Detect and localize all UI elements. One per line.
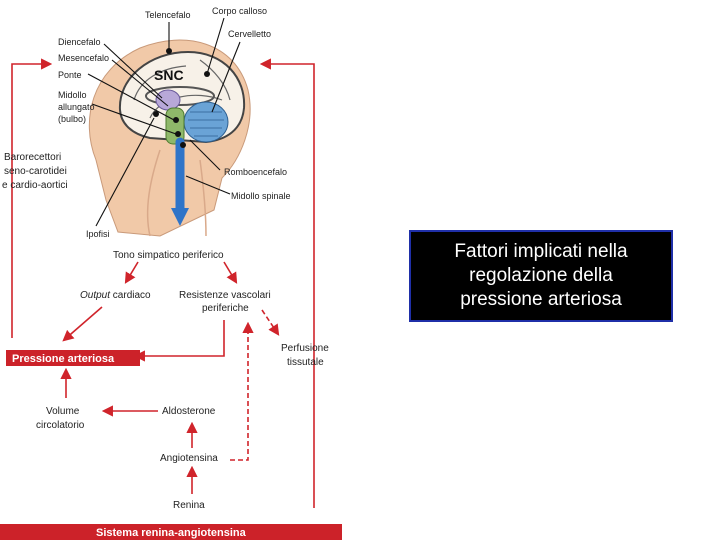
label-cervelletto: Cervelletto [228,29,271,39]
arrow-resistenze-to-perfusione [261,309,280,336]
arrow-baro-to-brain [11,58,53,338]
flow-labels: Barorecettori seno-carotidei e cardio-ao… [2,152,329,511]
label-volume-1: Volume [46,406,80,417]
label-perfusione-1: Perfusione [281,343,329,354]
leader-midollo-spinale [185,175,231,195]
label-midollo-2: allungato [58,102,95,112]
label-renina: Renina [173,500,205,511]
arrow-tono-to-resistenze [223,261,238,284]
leader-mesencefalo [111,59,169,107]
leader-ponte [87,73,175,121]
brain-dot-pons [173,117,179,123]
pituitary [153,111,159,117]
label-volume-2: circolatorio [36,420,85,431]
brain-dot-bulb [175,131,181,137]
label-resistenze-2: periferiche [202,303,249,314]
leader-diencefalo [103,43,163,99]
leader-romboencefalo [189,139,221,171]
label-aldosterone: Aldosterone [162,406,216,417]
arrow-output-to-pressione [62,306,103,342]
head-illustration: SNC [88,39,251,237]
label-barorecettori-2: seno-carotidei [4,166,67,177]
physiology-diagram: SNC Telencefalo Corpo calloso Cervellett… [0,6,342,540]
label-ponte: Ponte [58,70,82,80]
spinal-cord-arrow [171,208,189,226]
leader-ipofisi [95,117,155,227]
label-barorecettori-1: Barorecettori [4,152,61,163]
arrow-angiotensina-to-resistenze [230,321,254,461]
label-output: Output cardiaco [80,290,151,301]
label-romboencefalo: Romboencefalo [224,167,287,177]
label-perfusione-2: tissutale [287,357,324,368]
flow-arrows [11,58,315,508]
label-midollo-spinale: Midollo spinale [231,191,291,201]
brain-dot-telencefalo [166,48,172,54]
leader-midollo [91,103,177,135]
dashed-arrows [230,309,280,461]
label-resistenze-1: Resistenze vascolari [179,290,271,301]
label-mesencefalo: Mesencefalo [58,53,109,63]
neck-shading [146,149,207,237]
pressione-bar-bg [6,350,140,366]
label-ipofisi: Ipofisi [86,229,110,239]
leader-lines [87,17,241,227]
label-corpo-calloso: Corpo calloso [212,6,267,16]
corpus-callosum [145,86,215,106]
label-output-italic: Output [80,290,111,301]
label-barorecettori-3: e cardio-aortici [2,180,68,191]
snc-label: SNC [154,67,184,83]
label-diencefalo: Diencefalo [58,37,101,47]
cerebellum-folds [188,111,224,137]
diencephalon [155,89,181,111]
leader-cervelletto [211,41,241,113]
brain-labels: Telencefalo Corpo calloso Cervelletto Di… [58,6,291,239]
title-text: Fattori implicati nella regolazione dell… [454,241,628,310]
sistema-bar: Sistema renina-angiotensina [0,524,342,540]
brain-dot-spinal [180,142,186,148]
pressione-bar-label: Pressione arteriosa [12,353,115,365]
label-angiotensina: Angiotensina [160,453,218,464]
arrow-right-to-brain [259,58,315,508]
label-output-rest: cardiaco [110,290,151,301]
sistema-bar-bg [0,524,342,540]
sistema-bar-label: Sistema renina-angiotensina [96,527,247,539]
arrow-tono-to-output [124,261,139,284]
label-tono: Tono simpatico periferico [113,250,224,261]
arrow-resistenze-to-pressione [133,320,225,362]
title-box: Fattori implicati nella regolazione dell… [409,230,673,322]
label-telencefalo: Telencefalo [145,10,191,20]
pressione-bar: Pressione arteriosa [6,350,140,366]
label-midollo-3: (bulbo) [58,114,86,124]
leader-corpo-calloso [206,17,225,75]
label-midollo-1: Midollo [58,90,87,100]
